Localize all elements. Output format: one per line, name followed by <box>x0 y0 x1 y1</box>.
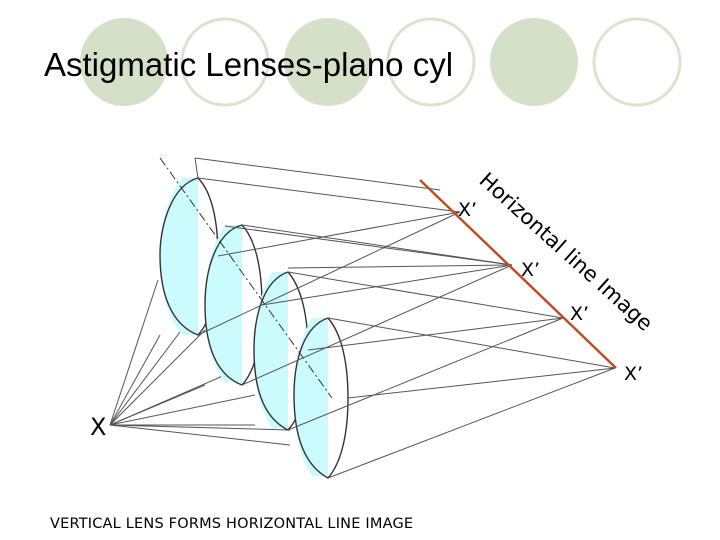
ray <box>197 211 461 336</box>
lens-shading <box>294 318 328 476</box>
ray <box>194 157 199 179</box>
lens-shading <box>205 225 242 382</box>
slide-title: Astigmatic Lenses-plano cyl <box>44 46 454 83</box>
decor-ring <box>592 17 682 107</box>
lens-outline <box>159 177 219 336</box>
ray <box>224 225 513 266</box>
ray <box>241 224 513 266</box>
image-rays <box>194 157 616 479</box>
horizontal-line-image <box>419 179 617 369</box>
ray <box>347 367 616 399</box>
ray <box>109 331 181 426</box>
ray <box>109 424 291 446</box>
image-line-label: Horizontal line Image <box>475 168 658 336</box>
ray <box>109 329 206 426</box>
header-decoration <box>80 17 682 107</box>
lens-shading <box>254 272 288 428</box>
image-point-label: X’ <box>624 363 643 385</box>
object-label: X <box>90 413 106 441</box>
ray <box>194 157 441 191</box>
ray <box>109 279 159 426</box>
ray <box>197 177 461 213</box>
ray <box>241 264 513 386</box>
object-rays <box>109 279 291 446</box>
decor-ring <box>180 17 270 107</box>
ray <box>109 394 256 426</box>
ray <box>109 374 226 426</box>
ray <box>287 264 513 269</box>
lens-1 <box>159 177 219 336</box>
decor-ring <box>386 17 476 107</box>
decor-circle <box>490 18 578 106</box>
ray <box>327 317 616 369</box>
ray <box>307 317 564 351</box>
image-point-label: X’ <box>521 259 540 281</box>
lens-outline <box>204 224 263 386</box>
ray <box>109 334 161 426</box>
ray <box>217 211 461 257</box>
lens-2 <box>204 224 263 386</box>
ray <box>327 367 616 479</box>
lens-shading <box>160 178 198 335</box>
ray <box>287 271 564 319</box>
decor-circle <box>284 18 372 106</box>
decor-circle <box>80 18 168 106</box>
ray <box>109 424 291 431</box>
diagram-caption: VERTICAL LENS FORMS HORIZONTAL LINE IMAG… <box>50 516 414 532</box>
image-point-label: X’ <box>570 303 589 325</box>
ray <box>287 317 564 431</box>
ray <box>261 264 513 306</box>
image-point-label: X’ <box>458 199 477 221</box>
